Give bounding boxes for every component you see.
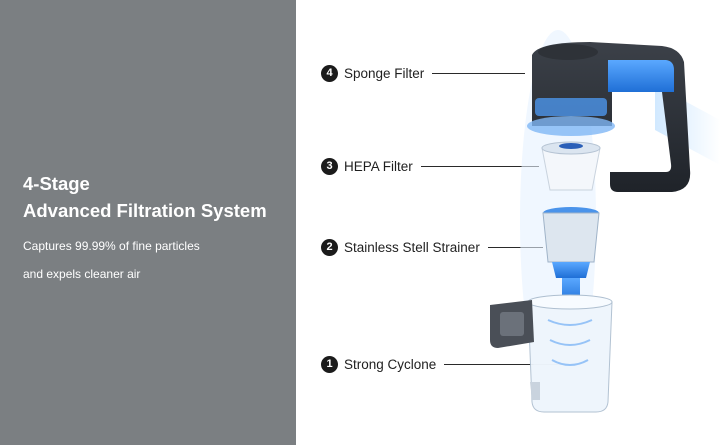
motor-head-and-handle: [527, 42, 691, 192]
cyclone-dust-bin-part: [490, 294, 613, 413]
subtext: Captures 99.99% of fine particles and ex…: [23, 232, 200, 288]
stage-label-text: Stainless Stell Strainer: [344, 239, 480, 255]
headline: 4-Stage Advanced Filtration System: [23, 170, 267, 224]
stage-label-text: Strong Cyclone: [344, 356, 437, 372]
stage-number-badge: 4: [321, 64, 338, 82]
headline-line-2: Advanced Filtration System: [23, 200, 267, 221]
stage-number-badge: 1: [321, 355, 338, 373]
stage-label-text: HEPA Filter: [344, 158, 413, 174]
leader-line: [420, 165, 539, 167]
stage-label-stainless-strainer: 2 Stainless Stell Strainer: [321, 237, 543, 257]
leader-line: [432, 72, 526, 74]
stage-number-badge: 3: [321, 157, 338, 175]
subtext-line-1: Captures 99.99% of fine particles: [23, 239, 200, 253]
stage-label-strong-cyclone: 1 Strong Cyclone: [321, 354, 563, 374]
leader-line: [487, 246, 543, 248]
subtext-line-2: and expels cleaner air: [23, 267, 141, 281]
stage-label-hepa-filter: 3 HEPA Filter: [321, 156, 539, 176]
left-info-panel: 4-Stage Advanced Filtration System Captu…: [0, 0, 296, 445]
vacuum-exploded-view-illustration: [490, 30, 720, 413]
headline-line-1: 4-Stage: [23, 173, 90, 194]
stainless-strainer-part: [542, 207, 600, 304]
leader-line: [444, 363, 563, 365]
stage-label-sponge-filter: 4 Sponge Filter: [321, 63, 526, 83]
stage-number-badge: 2: [321, 238, 338, 256]
stage-label-text: Sponge Filter: [344, 65, 425, 81]
hepa-filter-part: [541, 141, 601, 191]
